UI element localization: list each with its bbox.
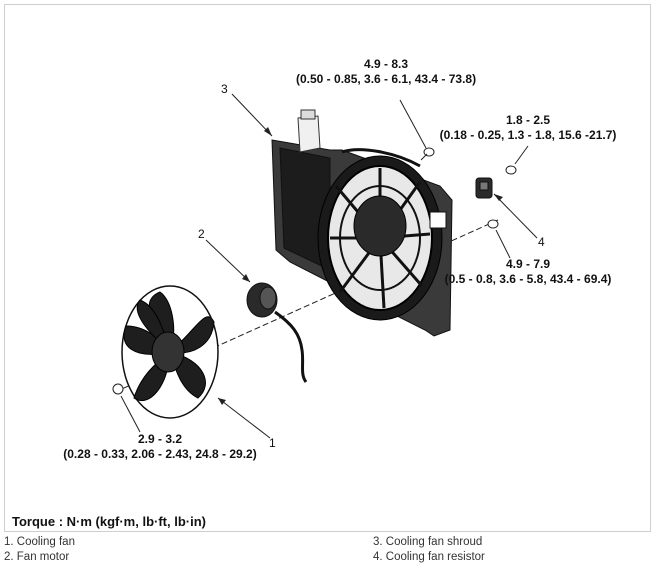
cooling-fan-resistor [475, 177, 493, 199]
torque-detail: (0.18 - 0.25, 1.3 - 1.8, 15.6 -21.7) [439, 128, 617, 142]
leader-line-1 [217, 397, 271, 439]
part-number-1: 1 [269, 436, 276, 450]
leader-line-4 [493, 193, 538, 239]
assembly-axis-line [114, 219, 499, 393]
leader-line-right-top [514, 145, 529, 165]
part-number-2: 2 [198, 227, 205, 241]
resistor-screw [505, 165, 517, 175]
part-number-3: 3 [221, 82, 228, 96]
torque-callout-top: 4.9 - 8.3 (0.50 - 0.85, 3.6 - 6.1, 43.4 … [296, 57, 476, 87]
torque-callout-right-mid: 4.9 - 7.9 (0.5 - 0.8, 3.6 - 5.8, 43.4 - … [430, 257, 626, 287]
torque-value: 1.8 - 2.5 [505, 113, 551, 127]
cooling-fan-shroud [271, 109, 453, 337]
legend-item-4: 4. Cooling fan resistor [373, 551, 485, 563]
fan-motor [246, 282, 308, 383]
torque-value: 4.9 - 7.9 [505, 257, 551, 271]
leader-line-2 [205, 239, 251, 283]
leader-line-top [399, 99, 427, 149]
legend-item-2: 2. Fan motor [4, 551, 70, 563]
torque-value: 2.9 - 3.2 [137, 432, 183, 446]
torque-callout-bottom: 2.9 - 3.2 (0.28 - 0.33, 2.06 - 2.43, 24.… [50, 432, 270, 462]
cooling-fan [121, 285, 219, 419]
torque-detail: (0.50 - 0.85, 3.6 - 6.1, 43.4 - 73.8) [296, 72, 477, 86]
legend-item-3: 3. Cooling fan shroud [373, 536, 483, 548]
torque-detail: (0.28 - 0.33, 2.06 - 2.43, 24.8 - 29.2) [63, 447, 257, 461]
torque-value: 4.9 - 8.3 [363, 57, 409, 71]
torque-units-note: Torque : N·m (kgf·m, lb·ft, lb·in) [12, 514, 206, 529]
torque-detail: (0.5 - 0.8, 3.6 - 5.8, 43.4 - 69.4) [444, 272, 612, 286]
shroud-bolt-top [420, 147, 435, 161]
shroud-bolt-side [487, 219, 499, 229]
leader-line-bottom [120, 395, 141, 433]
legend-item-1: 1. Cooling fan [4, 536, 75, 548]
leader-line-right-mid [495, 229, 511, 259]
torque-callout-right-top: 1.8 - 2.5 (0.18 - 0.25, 1.3 - 1.8, 15.6 … [430, 113, 626, 143]
leader-line-3 [231, 93, 273, 137]
part-number-4: 4 [538, 235, 545, 249]
fan-nut [112, 383, 124, 395]
